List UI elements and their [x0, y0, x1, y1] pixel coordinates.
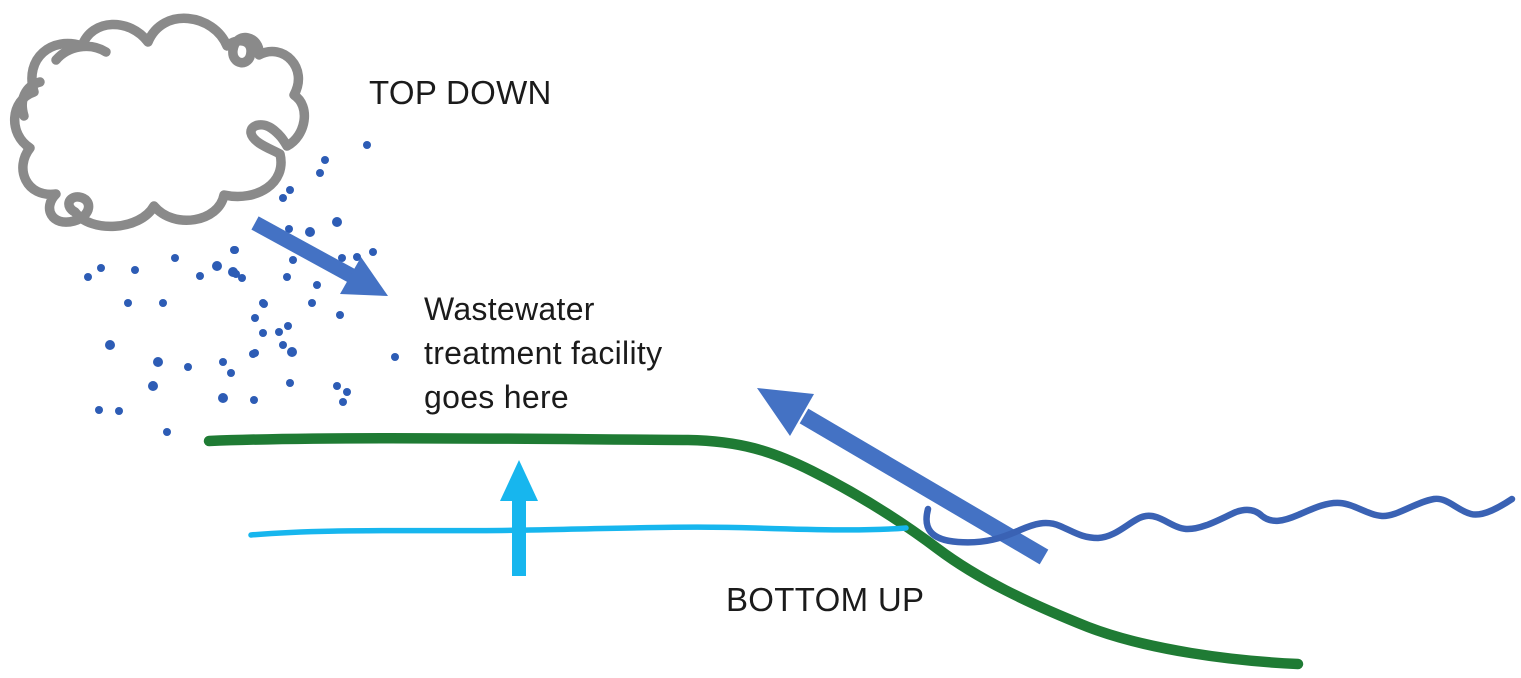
rain-dot	[95, 406, 103, 414]
rain-dot	[308, 299, 316, 307]
rain-dot	[171, 254, 179, 262]
cloud-inner-stroke-top	[51, 41, 111, 65]
rain-dot	[353, 253, 361, 261]
label-wastewater-note: Wastewater treatment facility goes here	[424, 287, 662, 419]
rain-dot	[283, 273, 291, 281]
rain-dot	[251, 349, 259, 357]
rain-dot	[97, 264, 105, 272]
wastewater-note-line-3: goes here	[424, 379, 570, 415]
rain-dot	[212, 261, 222, 271]
cloud-inner-stroke-left	[17, 77, 45, 121]
rain-cloud-icon	[10, 13, 310, 232]
rain-dot	[336, 311, 344, 319]
rain-dot	[289, 256, 297, 264]
label-top-down: TOP DOWN	[369, 74, 552, 111]
rain-dot	[284, 322, 292, 330]
rain-dot	[196, 272, 204, 280]
rain-dot	[218, 393, 228, 403]
rain-dot	[184, 363, 192, 371]
rain-dot	[159, 299, 167, 307]
label-bottom-up: BOTTOM UP	[726, 581, 925, 618]
rain-dot	[124, 299, 132, 307]
rain-dot	[148, 381, 158, 391]
sea-wave-line	[923, 495, 1516, 546]
water-table-line	[248, 524, 909, 538]
rain-dot	[260, 300, 268, 308]
rain-dot	[321, 156, 329, 164]
rain-dot	[105, 340, 115, 350]
rain-dot	[250, 396, 258, 404]
rain-dot	[251, 314, 259, 322]
rain-dot	[163, 428, 171, 436]
bottom-up-arrow-icon	[500, 460, 538, 576]
rain-dot	[391, 353, 399, 361]
rain-dot	[363, 141, 371, 149]
rain-dot	[232, 270, 240, 278]
ground-line	[203, 432, 1304, 670]
rain-dot	[305, 227, 315, 237]
rain-dot	[230, 246, 238, 254]
wastewater-note-line-2: treatment facility	[424, 335, 663, 371]
rain-dot	[84, 273, 92, 281]
rain-dot	[338, 254, 346, 262]
rain-dot	[275, 328, 283, 336]
wastewater-note-line-1: Wastewater	[424, 291, 595, 327]
rain-dot	[313, 281, 321, 289]
rain-dot	[339, 398, 347, 406]
rain-dot	[333, 382, 341, 390]
rain-dots	[84, 141, 399, 436]
rain-dot	[343, 388, 351, 396]
rain-dot	[286, 379, 294, 387]
rain-dot	[131, 266, 139, 274]
cloud-outline	[10, 13, 310, 232]
rain-dot	[286, 186, 294, 194]
rain-dot	[279, 194, 287, 202]
rain-dot	[238, 274, 246, 282]
rain-dot	[259, 329, 267, 337]
rain-dot	[279, 341, 287, 349]
rain-dot	[316, 169, 324, 177]
rain-dot	[287, 347, 297, 357]
rain-dot	[219, 358, 227, 366]
rain-dot	[332, 217, 342, 227]
rain-dot	[285, 225, 293, 233]
top-down-arrow-icon	[251, 216, 388, 296]
rain-dot	[369, 248, 377, 256]
rain-dot	[227, 369, 235, 377]
rain-dot	[115, 407, 123, 415]
rain-dot	[153, 357, 163, 367]
